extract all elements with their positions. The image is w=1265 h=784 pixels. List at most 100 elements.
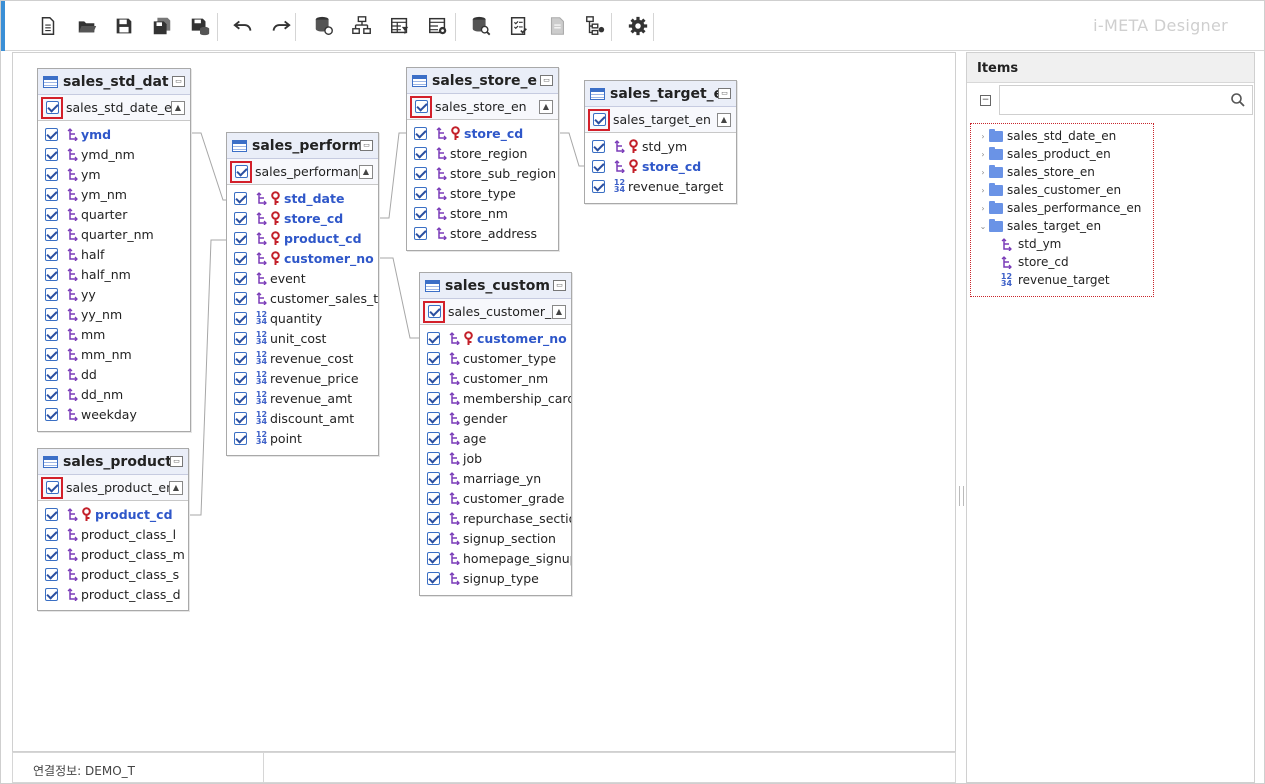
column-checkbox[interactable] — [427, 431, 440, 445]
chevron-up-icon[interactable]: ▲ — [717, 113, 731, 127]
column-checkbox[interactable] — [45, 507, 58, 521]
column-row[interactable]: customer_sales_ti — [227, 288, 378, 308]
chevron-right-icon[interactable]: › — [981, 131, 985, 141]
document-button[interactable] — [544, 13, 570, 39]
column-checkbox[interactable] — [427, 511, 440, 525]
column-row[interactable]: store_nm — [407, 203, 558, 223]
column-row[interactable]: signup_section — [420, 528, 571, 548]
open-folder-button[interactable] — [74, 13, 100, 39]
chevron-up-icon[interactable]: ▲ — [539, 100, 553, 114]
column-checkbox[interactable] — [427, 351, 440, 365]
column-row[interactable]: customer_no — [227, 248, 378, 268]
column-checkbox[interactable] — [592, 139, 605, 153]
column-row[interactable]: store_type — [407, 183, 558, 203]
restore-icon[interactable]: ▭ — [170, 456, 183, 467]
column-row[interactable]: ymd_nm — [38, 144, 190, 164]
column-row[interactable]: half — [38, 244, 190, 264]
chevron-right-icon[interactable]: › — [981, 203, 985, 213]
entity-header[interactable]: sales_custom▭ — [420, 273, 571, 299]
column-row[interactable]: product_cd — [38, 504, 188, 524]
column-checkbox[interactable] — [45, 347, 58, 361]
column-row[interactable]: dd — [38, 364, 190, 384]
column-checkbox[interactable] — [427, 471, 440, 485]
column-checkbox[interactable] — [414, 206, 427, 220]
save-button[interactable] — [111, 13, 137, 39]
entity-select-checkbox[interactable] — [45, 481, 59, 494]
column-row[interactable]: product_cd — [227, 228, 378, 248]
entity-header[interactable]: sales_product▭ — [38, 449, 188, 475]
column-row[interactable]: half_nm — [38, 264, 190, 284]
column-checkbox[interactable] — [45, 327, 58, 341]
entity-header[interactable]: sales_store_e▭ — [407, 68, 558, 94]
column-checkbox[interactable] — [45, 167, 58, 181]
column-checkbox[interactable] — [234, 351, 247, 365]
column-checkbox[interactable] — [234, 191, 247, 205]
column-row[interactable]: product_class_m — [38, 544, 188, 564]
column-checkbox[interactable] — [45, 567, 58, 581]
column-row[interactable]: ym — [38, 164, 190, 184]
column-row[interactable]: store_cd — [227, 208, 378, 228]
entity-product[interactable]: sales_product▭sales_product_en▲product_c… — [37, 448, 189, 611]
entity-header[interactable]: sales_std_dat▭ — [38, 69, 190, 95]
column-checkbox[interactable] — [427, 491, 440, 505]
column-row[interactable]: mm — [38, 324, 190, 344]
column-checkbox[interactable] — [427, 411, 440, 425]
column-checkbox[interactable] — [427, 371, 440, 385]
checklist-button[interactable] — [506, 13, 532, 39]
column-checkbox[interactable] — [234, 291, 247, 305]
column-row[interactable]: std_date — [227, 188, 378, 208]
entity-select-checkbox[interactable] — [234, 165, 248, 178]
tree-node[interactable]: ›sales_performance_en — [977, 199, 1141, 217]
table-settings-button[interactable] — [425, 13, 451, 39]
tree-leaf[interactable]: store_cd — [1000, 253, 1069, 271]
column-row[interactable]: job — [420, 448, 571, 468]
column-checkbox[interactable] — [234, 231, 247, 245]
column-checkbox[interactable] — [414, 126, 427, 140]
hierarchy-button[interactable] — [349, 13, 375, 39]
column-checkbox[interactable] — [414, 166, 427, 180]
tree-node[interactable]: ⌄sales_target_en — [977, 217, 1101, 235]
column-checkbox[interactable] — [45, 587, 58, 601]
chevron-down-icon[interactable]: ⌄ — [979, 221, 987, 231]
column-row[interactable]: event — [227, 268, 378, 288]
column-checkbox[interactable] — [45, 407, 58, 421]
column-checkbox[interactable] — [427, 331, 440, 345]
column-checkbox[interactable] — [45, 247, 58, 261]
column-checkbox[interactable] — [234, 371, 247, 385]
column-checkbox[interactable] — [45, 267, 58, 281]
column-checkbox[interactable] — [45, 307, 58, 321]
column-row[interactable]: ym_nm — [38, 184, 190, 204]
column-checkbox[interactable] — [45, 527, 58, 541]
entity-header[interactable]: sales_perform▭ — [227, 133, 378, 159]
tree-node[interactable]: ›sales_customer_en — [977, 181, 1121, 199]
chevron-right-icon[interactable]: › — [981, 185, 985, 195]
column-row[interactable]: dd_nm — [38, 384, 190, 404]
column-checkbox[interactable] — [414, 146, 427, 160]
column-row[interactable]: product_class_s — [38, 564, 188, 584]
column-row[interactable]: mm_nm — [38, 344, 190, 364]
column-checkbox[interactable] — [234, 271, 247, 285]
column-row[interactable]: gender — [420, 408, 571, 428]
column-checkbox[interactable] — [234, 331, 247, 345]
column-checkbox[interactable] — [427, 531, 440, 545]
column-checkbox[interactable] — [45, 287, 58, 301]
tree-leaf[interactable]: std_ym — [1000, 235, 1061, 253]
search-icon[interactable] — [1230, 92, 1246, 108]
chevron-up-icon[interactable]: ▲ — [169, 481, 183, 495]
collapse-all-button[interactable]: − — [980, 95, 991, 106]
column-row[interactable]: product_class_d — [38, 584, 188, 604]
column-checkbox[interactable] — [234, 391, 247, 405]
column-checkbox[interactable] — [414, 186, 427, 200]
gear-button[interactable] — [625, 13, 651, 39]
column-row[interactable]: age — [420, 428, 571, 448]
column-row[interactable]: store_cd — [407, 123, 558, 143]
column-row[interactable]: membership_card — [420, 388, 571, 408]
